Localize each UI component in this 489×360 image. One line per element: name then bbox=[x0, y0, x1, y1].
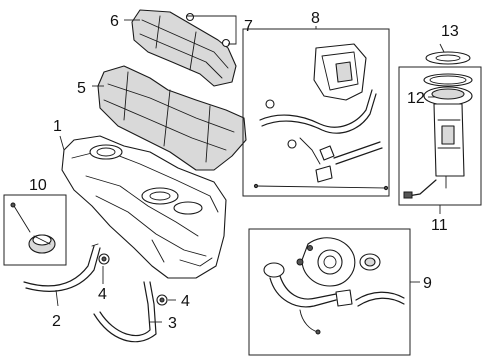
callout-6: 6 bbox=[110, 13, 119, 30]
pump-seal bbox=[425, 51, 471, 65]
callout-8: 8 bbox=[311, 10, 320, 27]
fuel-pump-module bbox=[403, 86, 473, 199]
part-9-box bbox=[248, 228, 411, 356]
callout-3: 3 bbox=[168, 315, 177, 332]
callout-13: 13 bbox=[441, 23, 459, 40]
callout-10: 10 bbox=[29, 177, 47, 194]
heat-shield-lower bbox=[97, 65, 247, 171]
callout-1: 1 bbox=[53, 118, 62, 135]
callout-11: 11 bbox=[431, 217, 448, 234]
fuel-cap-box bbox=[3, 194, 67, 266]
lock-ring bbox=[423, 73, 473, 87]
evap-canister-group bbox=[253, 43, 389, 191]
strap-nut-upper bbox=[98, 253, 110, 265]
callout-4-upper: 4 bbox=[98, 286, 107, 303]
fuel-cap bbox=[3, 194, 67, 266]
callouts: 1 2 3 4 4 5 6 7 8 9 10 11 12 13 bbox=[29, 10, 459, 332]
callout-12: 12 bbox=[407, 90, 425, 107]
filler-neck-group bbox=[263, 237, 405, 335]
callout-5: 5 bbox=[77, 80, 86, 97]
callout-4-lower: 4 bbox=[181, 293, 190, 310]
heat-shield-upper bbox=[131, 9, 237, 87]
strap-nut-lower bbox=[156, 294, 168, 306]
shield-clips bbox=[185, 12, 231, 48]
leader-lines bbox=[55, 15, 445, 323]
fuel-tank bbox=[61, 135, 227, 279]
callout-9: 9 bbox=[423, 275, 432, 292]
callout-2: 2 bbox=[52, 313, 61, 330]
tank-strap-rear bbox=[93, 281, 157, 343]
tank-strap-front bbox=[23, 243, 101, 292]
callout-7: 7 bbox=[244, 18, 253, 35]
